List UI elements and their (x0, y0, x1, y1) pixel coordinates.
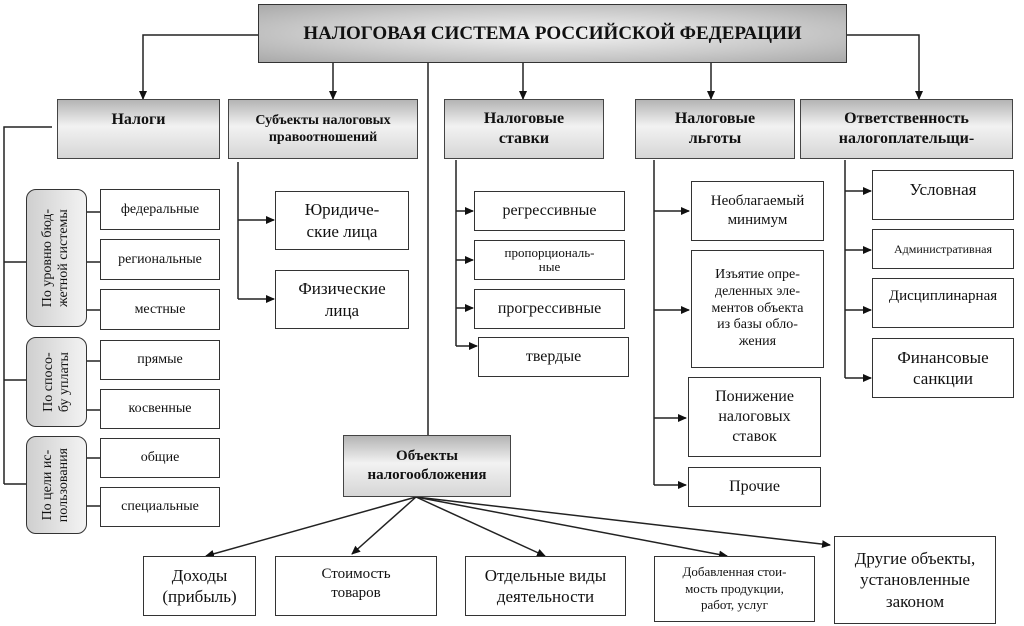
category-purpose-text: По цели ис- пользования (40, 447, 72, 523)
liability-administrative: Административная (872, 229, 1014, 269)
liability-disciplinary-text: Дисциплинарная (888, 288, 998, 304)
category-payment-method: По спосо- бу уплаты (26, 337, 87, 427)
header-subjects: Субъекты налоговых правоотношений (228, 99, 418, 159)
tax-special: специальные (100, 487, 220, 527)
liability-administrative-text: Административная (894, 241, 992, 256)
header-rates-text: Налоговые ставки (483, 110, 565, 147)
tax-general: общие (100, 438, 220, 478)
benefit-exclusion: Изъятие опре- деленных эле- ментов объек… (691, 250, 824, 368)
benefit-untaxed-minimum-text: Необлагаемый минимум (710, 193, 805, 228)
category-budget-level-text: По уровню бюд- жетной системы (40, 208, 72, 308)
header-liability-text: Ответственность налогоплательщи- (838, 110, 975, 147)
rate-proportional-text: пропорциональ- ные (504, 245, 595, 274)
rate-progressive: прогрессивные (474, 289, 625, 329)
object-goods-value: Стоимость товаров (275, 556, 437, 616)
rate-proportional: пропорциональ- ные (474, 240, 625, 280)
header-benefits-text: Налоговые льготы (674, 110, 756, 147)
header-rates: Налоговые ставки (444, 99, 604, 159)
taxes-branch (3, 126, 52, 484)
subject-individuals: Физические лица (275, 270, 409, 329)
header-liability: Ответственность налогоплательщи- (800, 99, 1013, 159)
tax-federal: федеральные (100, 189, 220, 230)
category-payment-method-text: По спосо- бу уплаты (40, 352, 72, 412)
tax-indirect: косвенные (100, 389, 220, 429)
benefit-other-text: Прочие (729, 478, 780, 495)
header-benefits: Налоговые льготы (635, 99, 795, 159)
benefit-rate-reduction: Понижение налоговых ставок (688, 377, 821, 457)
tax-regional: региональные (100, 239, 220, 280)
object-other-text: Другие объекты, установленные законом (854, 549, 976, 611)
rate-fixed: твердые (478, 337, 629, 377)
arrow-to-liability (846, 34, 923, 100)
header-taxes-text: Налоги (111, 111, 166, 128)
rate-fixed-text: твердые (525, 348, 582, 365)
category-budget-level: По уровню бюд- жетной системы (26, 189, 87, 327)
tax-direct: прямые (100, 340, 220, 380)
rate-progressive-text: прогрессивные (497, 300, 602, 317)
arrow-to-taxes (139, 34, 258, 100)
liability-conditional-text: Условная (909, 180, 977, 199)
liability-financial-sanctions: Финансовые санкции (872, 338, 1014, 398)
object-other: Другие объекты, установленные законом (834, 536, 996, 624)
rate-regressive: регрессивные (474, 191, 625, 231)
object-value-added-text: Добавленная стои- мость продукции, работ… (682, 563, 787, 613)
header-objects-text: Объекты налогообложения (367, 448, 487, 483)
object-income: Доходы (прибыль) (143, 556, 256, 616)
tax-regional-text: региональные (118, 251, 202, 267)
tax-federal-text: федеральные (120, 201, 200, 217)
liability-financial-sanctions-text: Финансовые санкции (897, 347, 989, 388)
object-activities-text: Отдельные виды деятельности (484, 565, 607, 606)
subject-legal-entities-text: Юридиче- ские лица (304, 200, 380, 241)
liability-disciplinary: Дисциплинарная (872, 278, 1014, 328)
header-subjects-text: Субъекты налоговых правоотношений (255, 112, 391, 146)
tax-special-text: специальные (121, 499, 199, 515)
object-value-added: Добавленная стои- мость продукции, работ… (654, 556, 815, 622)
subject-legal-entities: Юридиче- ские лица (275, 191, 409, 250)
header-taxes: Налоги (57, 99, 220, 159)
benefit-other: Прочие (688, 467, 821, 507)
main-title-text: НАЛОГОВАЯ СИСТЕМА РОССИЙСКОЙ ФЕДЕРАЦИИ (303, 22, 802, 44)
tax-local-text: местные (134, 301, 186, 317)
rate-regressive-text: регрессивные (502, 202, 597, 219)
category-purpose: По цели ис- пользования (26, 436, 87, 534)
object-income-text: Доходы (прибыль) (162, 565, 237, 606)
main-title: НАЛОГОВАЯ СИСТЕМА РОССИЙСКОЙ ФЕДЕРАЦИИ (258, 4, 847, 63)
tax-general-text: общие (140, 450, 180, 466)
tax-direct-text: прямые (137, 352, 183, 368)
object-activities: Отдельные виды деятельности (465, 556, 626, 616)
liability-conditional: Условная (872, 170, 1014, 220)
benefit-exclusion-text: Изъятие опре- деленных эле- ментов объек… (711, 267, 804, 350)
subject-individuals-text: Физические лица (298, 279, 386, 320)
object-goods-value-text: Стоимость товаров (321, 566, 391, 601)
header-objects: Объекты налогообложения (343, 435, 511, 497)
tax-local: местные (100, 289, 220, 330)
benefit-untaxed-minimum: Необлагаемый минимум (691, 181, 824, 241)
tax-indirect-text: косвенные (128, 401, 192, 417)
benefit-rate-reduction-text: Понижение налоговых ставок (715, 388, 794, 445)
